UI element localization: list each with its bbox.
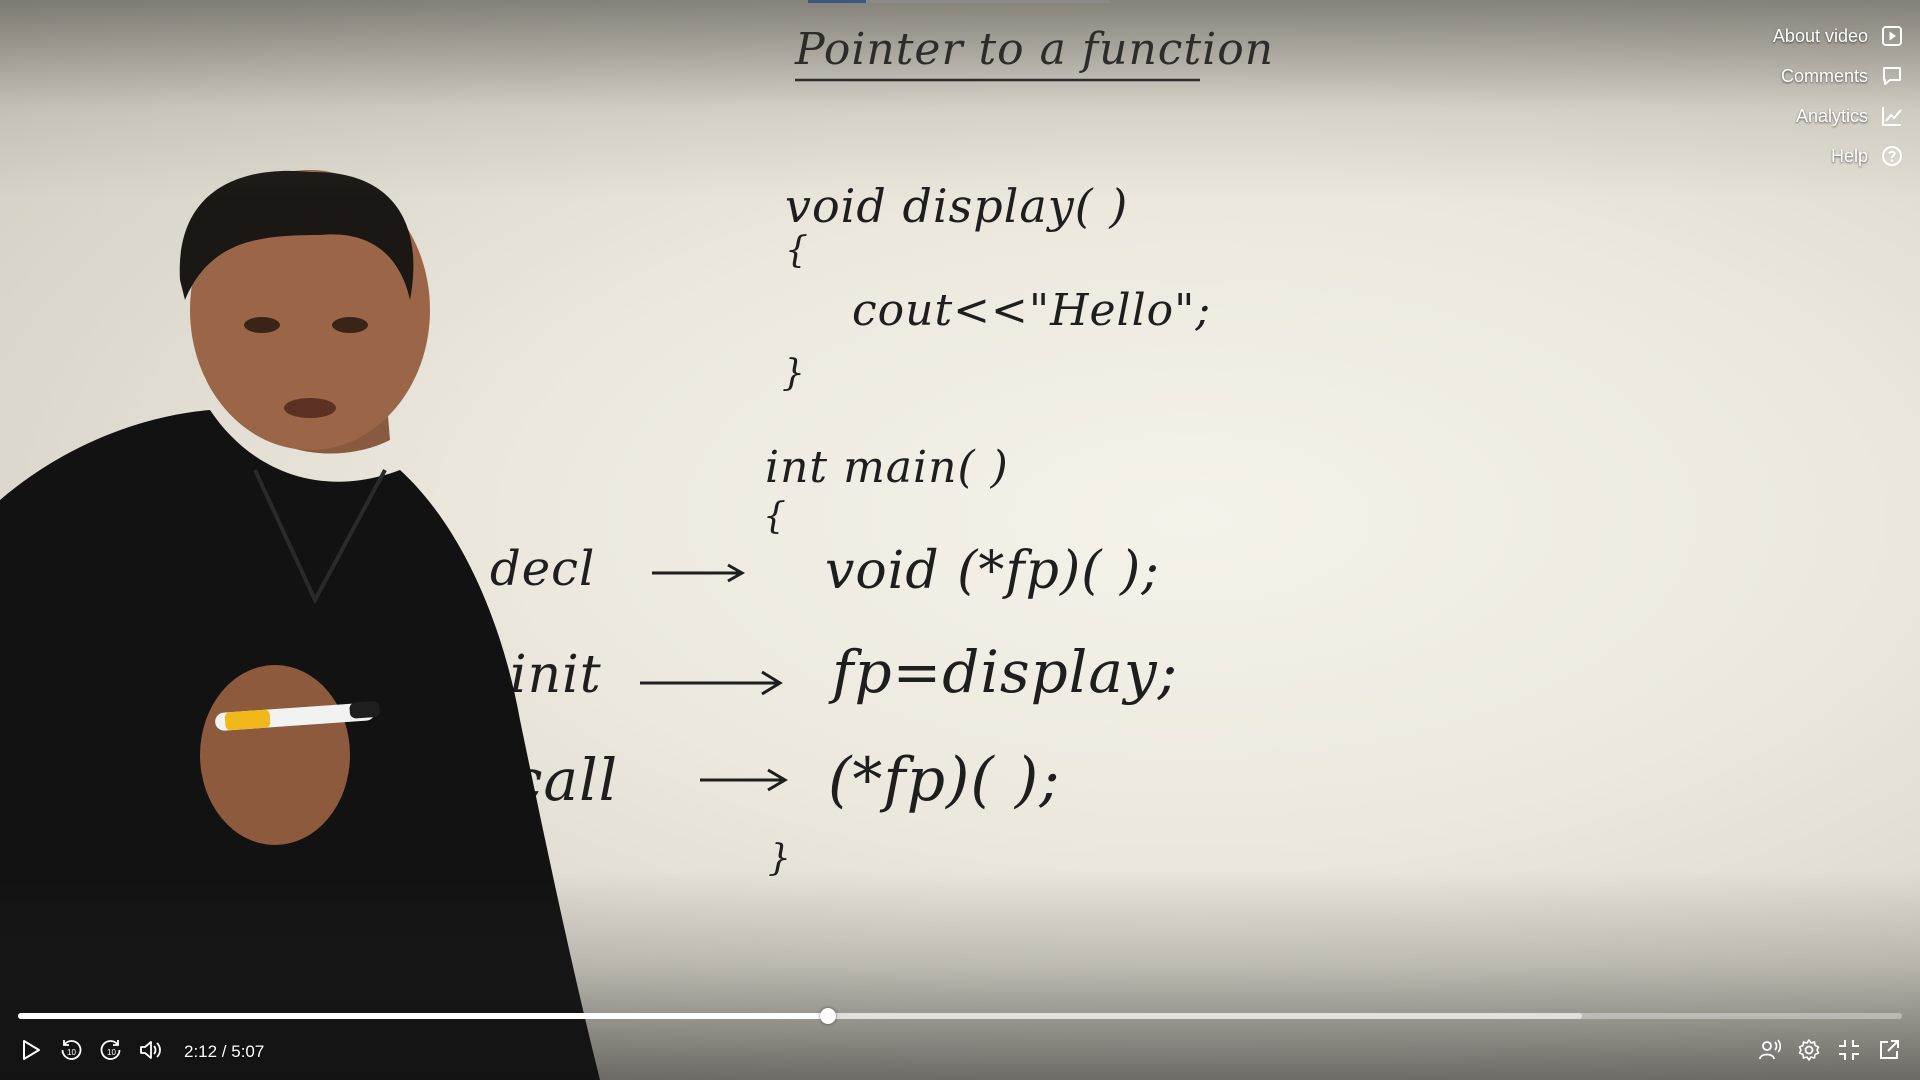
presenter-hair <box>179 170 414 300</box>
progress-played <box>18 1013 829 1019</box>
line-open-brace-2: { <box>763 496 787 537</box>
line-cout: cout<<"Hello"; <box>852 285 1211 336</box>
marker-cap <box>349 701 380 719</box>
presenter-collar <box>253 469 387 605</box>
line-open-brace-1: { <box>785 230 809 271</box>
help-circle-icon <box>1880 144 1904 168</box>
exit-fullscreen-button[interactable] <box>1831 1032 1867 1072</box>
svg-text:10: 10 <box>67 1048 76 1057</box>
comment-icon <box>1880 64 1904 88</box>
code-decl: void (*fp)( ); <box>825 541 1160 601</box>
transcript-icon <box>1757 1039 1782 1066</box>
settings-icon <box>1797 1038 1821 1067</box>
rewind-10-icon: 10 <box>59 1038 83 1067</box>
time-display: 2:12 / 5:07 <box>184 1042 265 1061</box>
arrow-call-head <box>767 768 788 792</box>
exit-fullscreen-icon <box>1838 1039 1860 1066</box>
label-init: init <box>510 645 602 705</box>
progress-bar[interactable] <box>18 1008 1902 1024</box>
forward-10-icon: 10 <box>99 1038 123 1067</box>
volume-icon <box>139 1039 163 1066</box>
arrow-init-head <box>761 670 783 696</box>
volume-button[interactable] <box>133 1032 169 1072</box>
about-video-button[interactable]: About video <box>1684 16 1904 56</box>
analytics-label: Analytics <box>1795 105 1868 126</box>
analytics-button[interactable]: Analytics <box>1684 96 1904 136</box>
help-button[interactable]: Help <box>1684 136 1904 176</box>
forward-10-button[interactable]: 10 <box>93 1032 129 1072</box>
line-int-main: int main( ) <box>765 442 1009 493</box>
rewind-10-button[interactable]: 10 <box>53 1032 89 1072</box>
comments-button[interactable]: Comments <box>1684 56 1904 96</box>
line-close-brace-2: } <box>768 838 792 879</box>
label-decl: decl <box>490 541 595 597</box>
side-menu: About video Comments Analytics Help <box>1684 16 1904 176</box>
popout-button[interactable] <box>1871 1032 1907 1072</box>
line-close-brace-1: } <box>782 353 806 394</box>
presenter-hand <box>200 665 350 845</box>
progress-thumb[interactable] <box>820 1008 837 1024</box>
presenter-eye-left <box>244 317 280 333</box>
play-square-icon <box>1880 24 1904 48</box>
play-button[interactable] <box>13 1032 49 1072</box>
popout-icon <box>1878 1039 1900 1066</box>
code-init: fp=display; <box>828 638 1178 706</box>
code-call: (*fp)( ); <box>828 745 1061 815</box>
marker-band <box>224 709 271 731</box>
presenter-eye-right <box>332 317 368 333</box>
transcript-button[interactable] <box>1751 1032 1787 1072</box>
chart-line-icon <box>1880 104 1904 128</box>
settings-button[interactable] <box>1791 1032 1827 1072</box>
arrow-decl-head <box>727 563 746 583</box>
play-icon <box>21 1039 41 1066</box>
about-video-label: About video <box>1772 25 1868 46</box>
svg-text:10: 10 <box>107 1048 116 1057</box>
help-label: Help <box>1830 145 1868 166</box>
player-controls: 10 10 2:12 / 5:07 <box>0 1032 1920 1072</box>
comments-label: Comments <box>1780 65 1868 86</box>
presenter-mouth <box>284 398 336 418</box>
